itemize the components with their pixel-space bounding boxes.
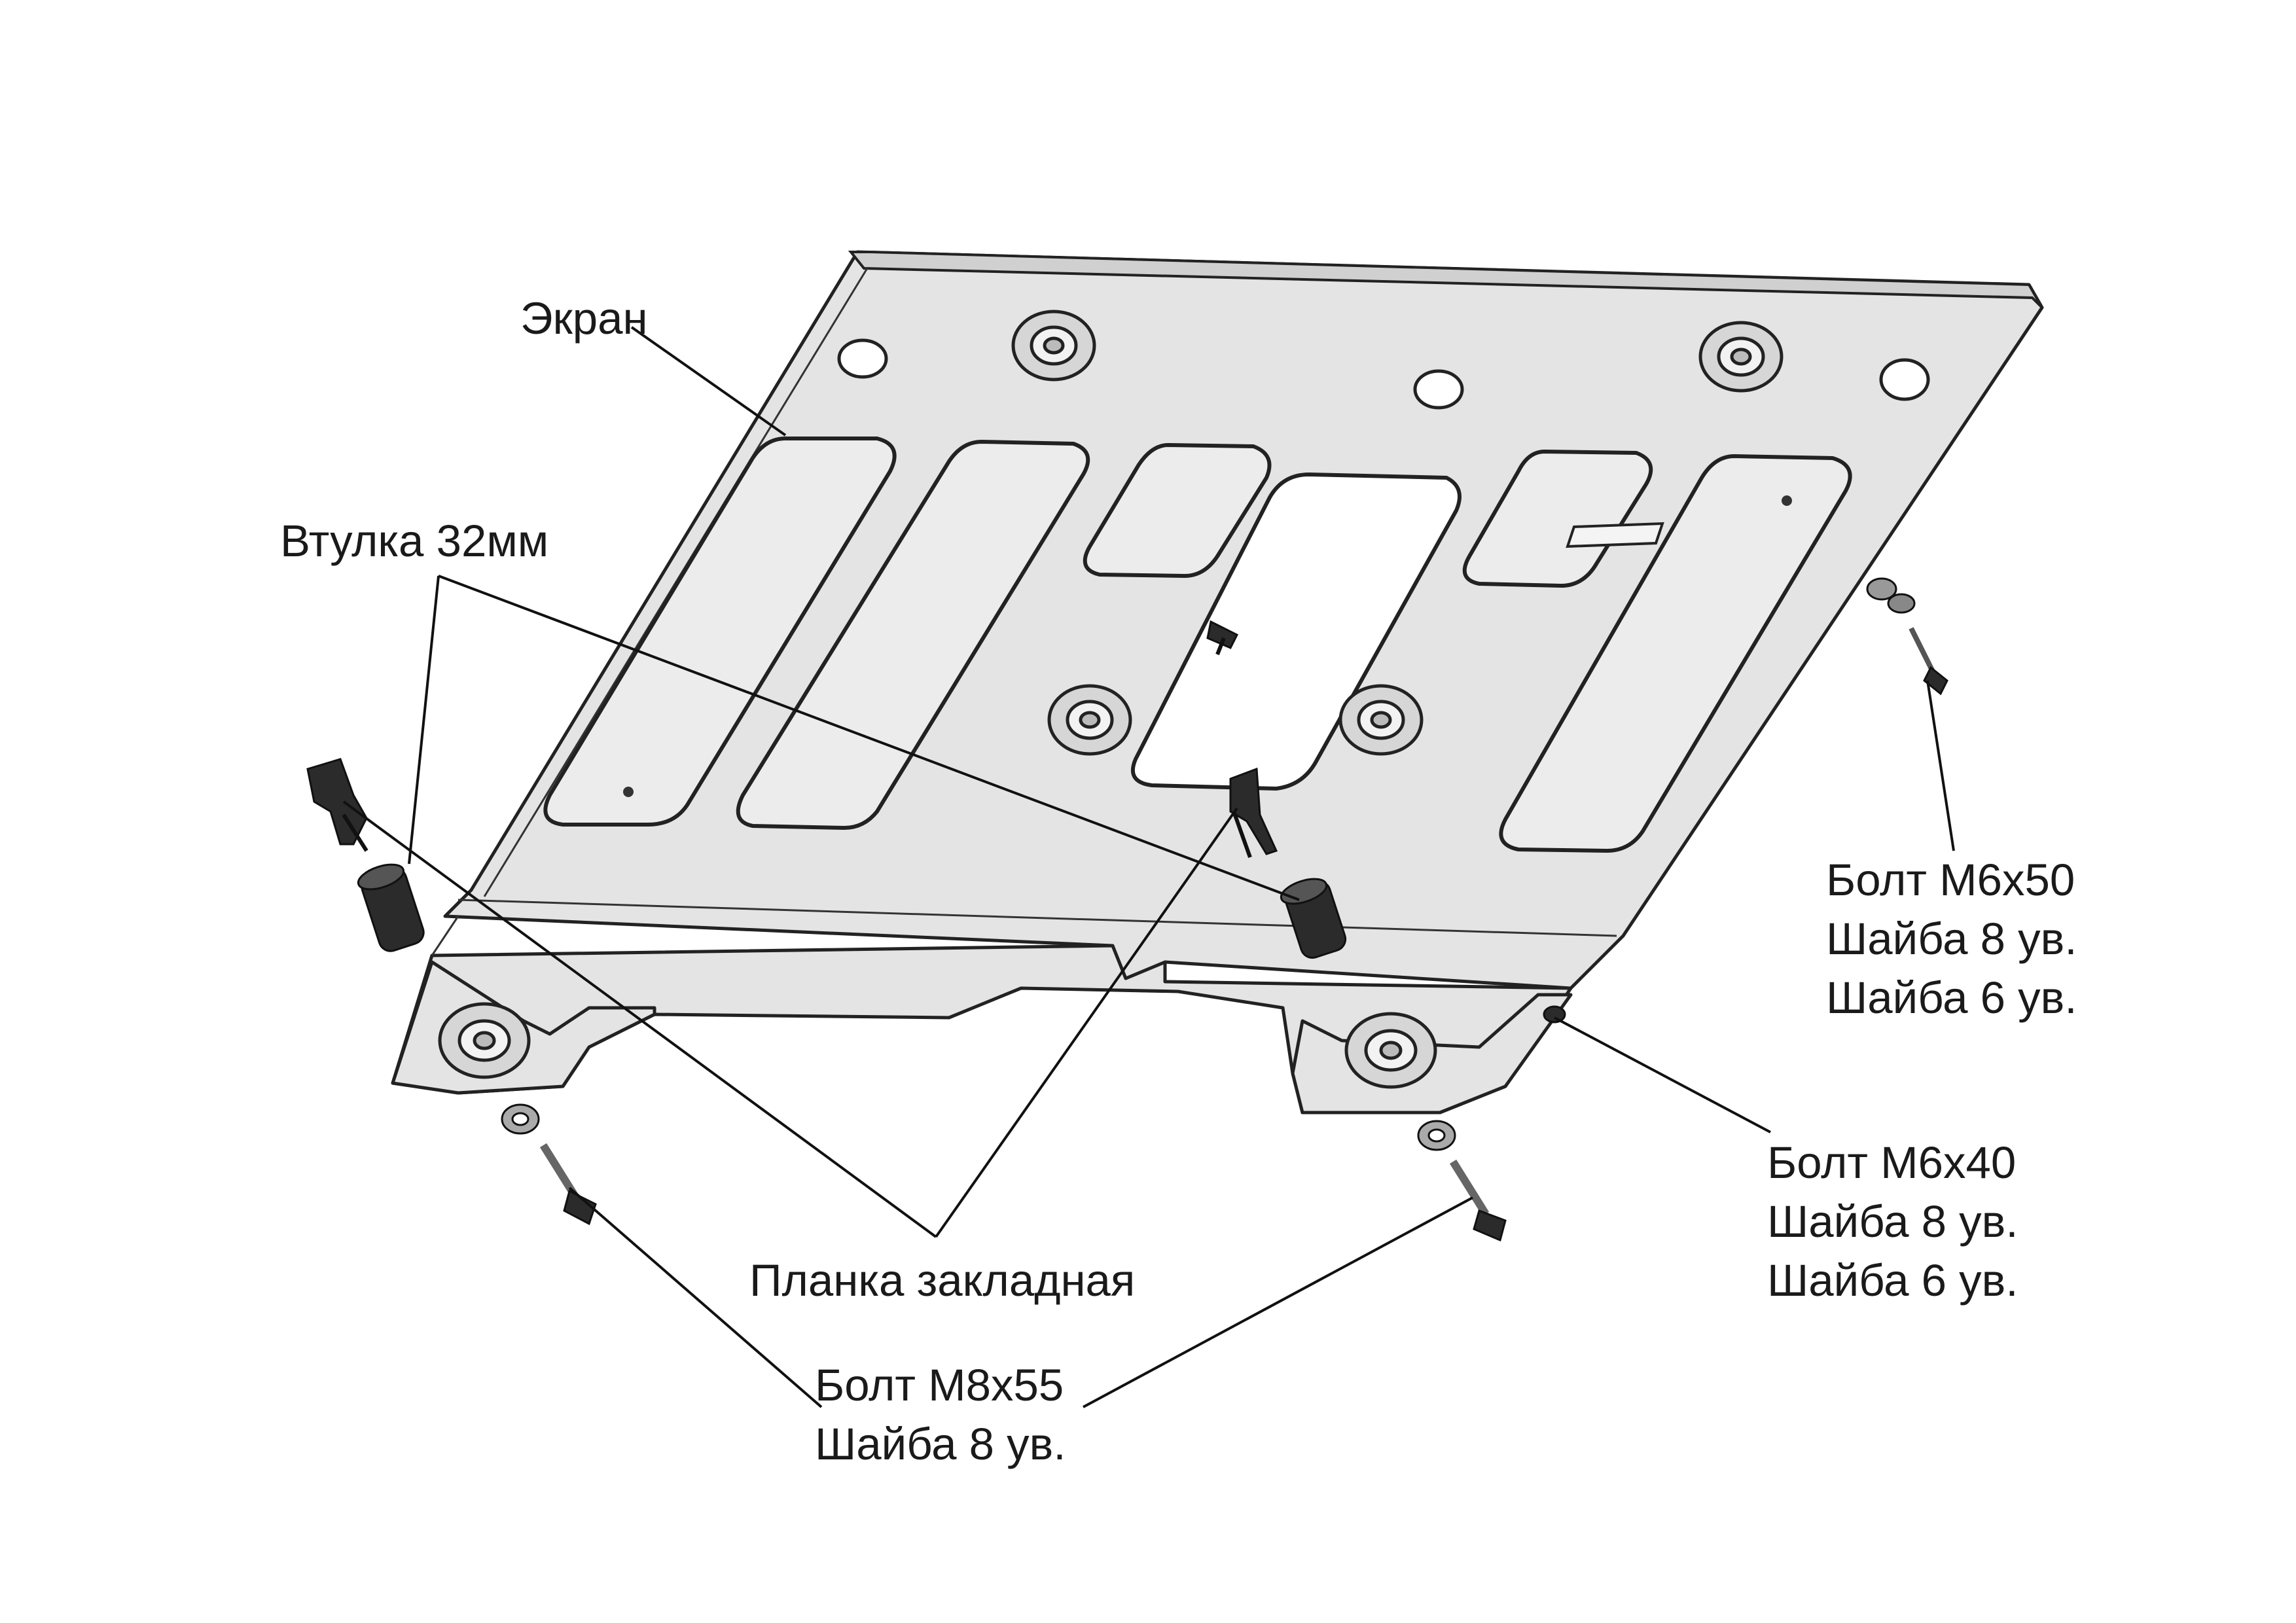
hardware — [306, 577, 1948, 1242]
service-opening — [1131, 472, 1462, 791]
stiffening-ribs — [543, 437, 1852, 853]
plate-bend-line — [457, 899, 1617, 937]
label-plate: Планка закладная — [749, 1255, 1135, 1306]
right-bushing — [1280, 878, 1347, 959]
label-bolt-m6x50-line1: Болт М6х50 — [1826, 855, 2075, 905]
boss-5 — [438, 1002, 531, 1079]
bolt-m6x40 — [1543, 1005, 1566, 1024]
leader-bolt-m8x55-right — [1083, 1196, 1473, 1408]
label-bolt-m6x40-line3: Шайба 6 ув. — [1767, 1255, 2018, 1306]
plate-rear-rim — [848, 251, 2043, 309]
leader-plate-center — [935, 807, 1238, 1238]
left-embedded-plate — [306, 758, 368, 852]
leader-bushing-left — [408, 575, 440, 865]
rib-1 — [543, 437, 897, 827]
boss-2 — [1698, 321, 1784, 393]
hole-1 — [837, 338, 888, 379]
rib-3 — [1083, 442, 1272, 579]
boss-6 — [1344, 1012, 1437, 1089]
label-bolt-m8x55-line1: Болт М8х55 — [815, 1360, 1064, 1410]
hole-2 — [1413, 369, 1464, 410]
rib-dimples — [623, 495, 1792, 797]
top-center-bolt — [1206, 620, 1239, 656]
left-bolt-m8x55-set — [501, 1103, 597, 1226]
label-bolt-m6x50-line2: Шайба 8 ув. — [1826, 914, 2077, 964]
labels: Экран Втулка 32мм Болт М6х50 Шайба 8 ув.… — [280, 293, 2077, 1469]
leader-bolt-m8x55-left — [568, 1186, 823, 1408]
leader-bushing-right — [438, 575, 1300, 901]
plate-holes — [837, 338, 1930, 410]
plate-bend-line-2 — [431, 916, 459, 956]
boss-3 — [1047, 684, 1132, 756]
rib-5 — [1499, 454, 1852, 853]
label-bushing: Втулка 32мм — [280, 516, 548, 566]
leader-plate-left — [342, 800, 937, 1238]
rib-4 — [1462, 449, 1653, 588]
plate-bosses — [438, 310, 1784, 1089]
label-screen: Экран — [520, 293, 648, 344]
rib-tab — [1566, 522, 1664, 548]
bolt-m6x50-set — [1866, 577, 1948, 696]
boss-1 — [1011, 310, 1096, 382]
rib-dimple-2 — [1782, 495, 1792, 506]
label-bolt-m6x50-line3: Шайба 6 ув. — [1826, 972, 2077, 1023]
leader-bolt-m6x40 — [1554, 1016, 1771, 1133]
rib-2 — [736, 439, 1090, 830]
label-bolt-m8x55-line2: Шайба 8 ув. — [815, 1419, 1066, 1469]
label-bolt-m6x40-line1: Болт М6х40 — [1767, 1137, 2016, 1188]
leader-bolt-m6x50 — [1926, 680, 1955, 851]
rib-dimple-1 — [623, 787, 634, 797]
right-bolt-m8x55-set — [1417, 1120, 1507, 1242]
left-bushing — [357, 863, 425, 952]
hole-3 — [1879, 358, 1930, 401]
label-bolt-m6x40-line2: Шайба 8 ув. — [1767, 1196, 2018, 1247]
leader-screen — [630, 326, 787, 437]
skid-plate — [391, 250, 2044, 1115]
boss-4 — [1338, 684, 1424, 756]
leader-lines — [342, 326, 1955, 1408]
